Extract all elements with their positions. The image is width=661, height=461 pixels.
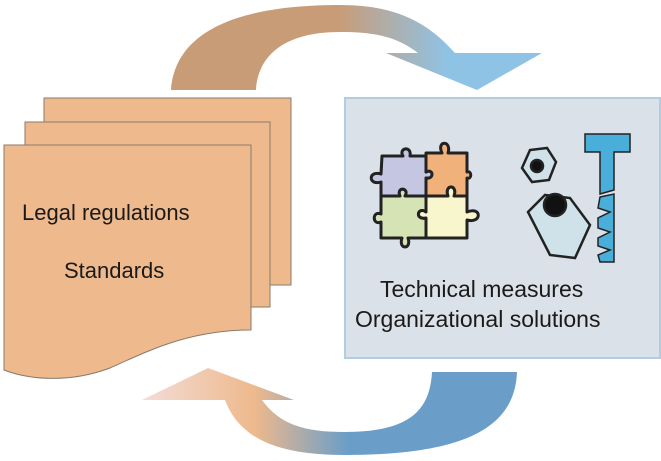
- screw-icon: [584, 133, 631, 263]
- document-stack-icon: [3, 97, 292, 379]
- hex-nuts-icon: [520, 146, 592, 260]
- top-cycle-arrow: [171, 5, 542, 90]
- puzzle-icon: [369, 141, 480, 249]
- legal-regulations-label: Legal regulations: [22, 200, 190, 225]
- organizational-solutions-label: Organizational solutions: [355, 306, 601, 332]
- bottom-cycle-arrow: [142, 368, 517, 455]
- standards-label: Standards: [64, 258, 165, 283]
- technical-measures-label: Technical measures: [380, 276, 584, 302]
